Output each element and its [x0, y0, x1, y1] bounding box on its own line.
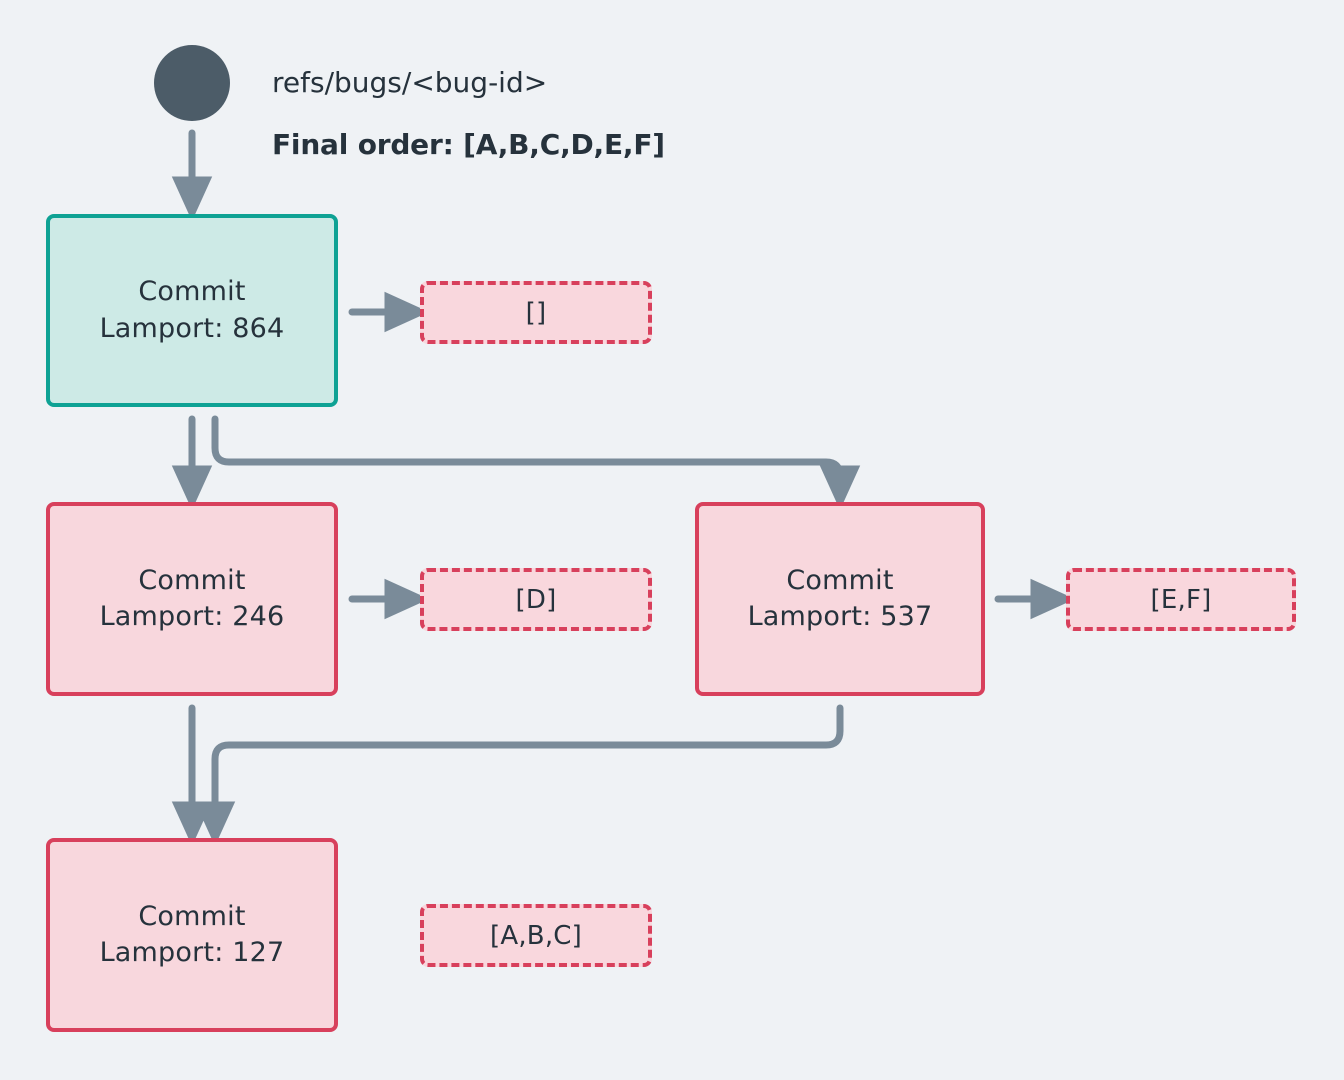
tag-label: [D] [515, 584, 557, 615]
edge-commit-864-to-commit-537 [211, 415, 861, 511]
tag-node-127[interactable]: [A,B,C] [420, 904, 652, 967]
commit-lamport-label: Lamport: 537 [747, 601, 933, 632]
branch-ref-node [154, 45, 230, 121]
commit-type-label: Commit [138, 564, 246, 596]
tag-node-864[interactable]: [] [420, 281, 652, 344]
tag-node-246[interactable]: [D] [420, 568, 652, 631]
ref-path-label: refs/bugs/<bug-id> [272, 66, 548, 99]
commit-type-label: Commit [138, 900, 246, 932]
commit-lamport-label: Lamport: 246 [99, 601, 285, 632]
commit-node-246[interactable]: Commit Lamport: 246 [46, 502, 338, 696]
commit-type-label: Commit [138, 276, 246, 308]
commit-type-label: Commit [786, 564, 894, 596]
tag-label: [E,F] [1150, 584, 1212, 615]
commit-node-537[interactable]: Commit Lamport: 537 [695, 502, 985, 696]
tag-label: [] [525, 297, 547, 328]
commit-node-127[interactable]: Commit Lamport: 127 [46, 838, 338, 1032]
commit-lamport-label: Lamport: 864 [99, 312, 285, 344]
edge-commit-537-to-commit-127 [194, 704, 844, 847]
final-order-label: Final order: [A,B,C,D,E,F] [272, 128, 665, 161]
tag-node-537[interactable]: [E,F] [1066, 568, 1296, 631]
tag-label: [A,B,C] [490, 920, 582, 951]
commit-node-864[interactable]: Commit Lamport: 864 [46, 214, 338, 407]
commit-lamport-label: Lamport: 127 [99, 937, 285, 968]
